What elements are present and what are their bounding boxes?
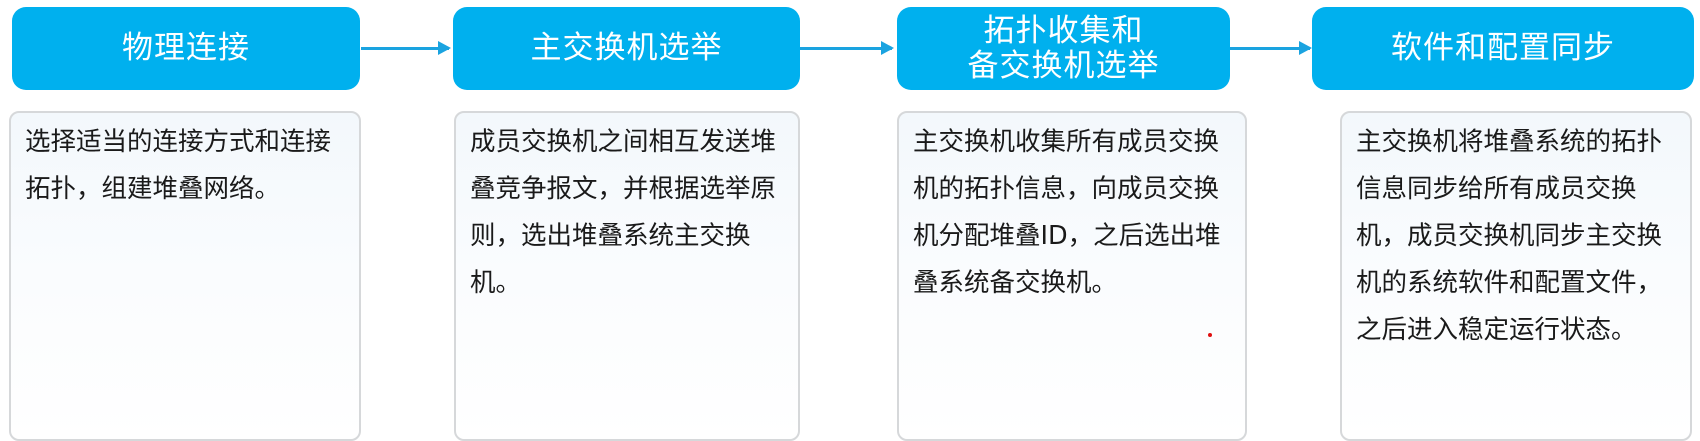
step-3-description: 主交换机收集所有成员交换机的拓扑信息，向成员交换机分配堆叠ID，之后选出堆叠系统… (913, 127, 1221, 298)
arrow-2-icon (800, 41, 894, 55)
step-1-description-box: 选择适当的连接方式和连接拓扑，组建堆叠网络。 (9, 111, 361, 441)
step-4-description-box: 主交换机将堆叠系统的拓扑信息同步给所有成员交换机，成员交换机同步主交换机的系统软… (1340, 111, 1692, 441)
step-2-description: 成员交换机之间相互发送堆叠竞争报文，并根据选举原则，选出堆叠系统主交换机。 (470, 127, 777, 298)
step-1-title: 物理连接 (122, 30, 250, 66)
arrow-1-icon (361, 41, 451, 55)
step-3-header: 拓扑收集和 备交换机选举 (897, 7, 1230, 90)
step-2-description-box: 成员交换机之间相互发送堆叠竞争报文，并根据选举原则，选出堆叠系统主交换机。 (454, 111, 800, 441)
cursor-dot (1208, 333, 1212, 337)
step-3-title: 拓扑收集和 备交换机选举 (967, 12, 1160, 84)
step-4-header: 软件和配置同步 (1312, 7, 1694, 90)
step-4-description: 主交换机将堆叠系统的拓扑信息同步给所有成员交换机，成员交换机同步主交换机的系统软… (1356, 127, 1663, 345)
step-2-header: 主交换机选举 (453, 7, 800, 90)
step-4-title: 软件和配置同步 (1391, 30, 1615, 66)
step-1-header: 物理连接 (12, 7, 360, 90)
step-1-description: 选择适当的连接方式和连接拓扑，组建堆叠网络。 (25, 127, 332, 204)
step-2-title: 主交换机选举 (530, 30, 723, 66)
arrow-3-icon (1230, 41, 1312, 55)
step-3-description-box: 主交换机收集所有成员交换机的拓扑信息，向成员交换机分配堆叠ID，之后选出堆叠系统… (897, 111, 1247, 441)
